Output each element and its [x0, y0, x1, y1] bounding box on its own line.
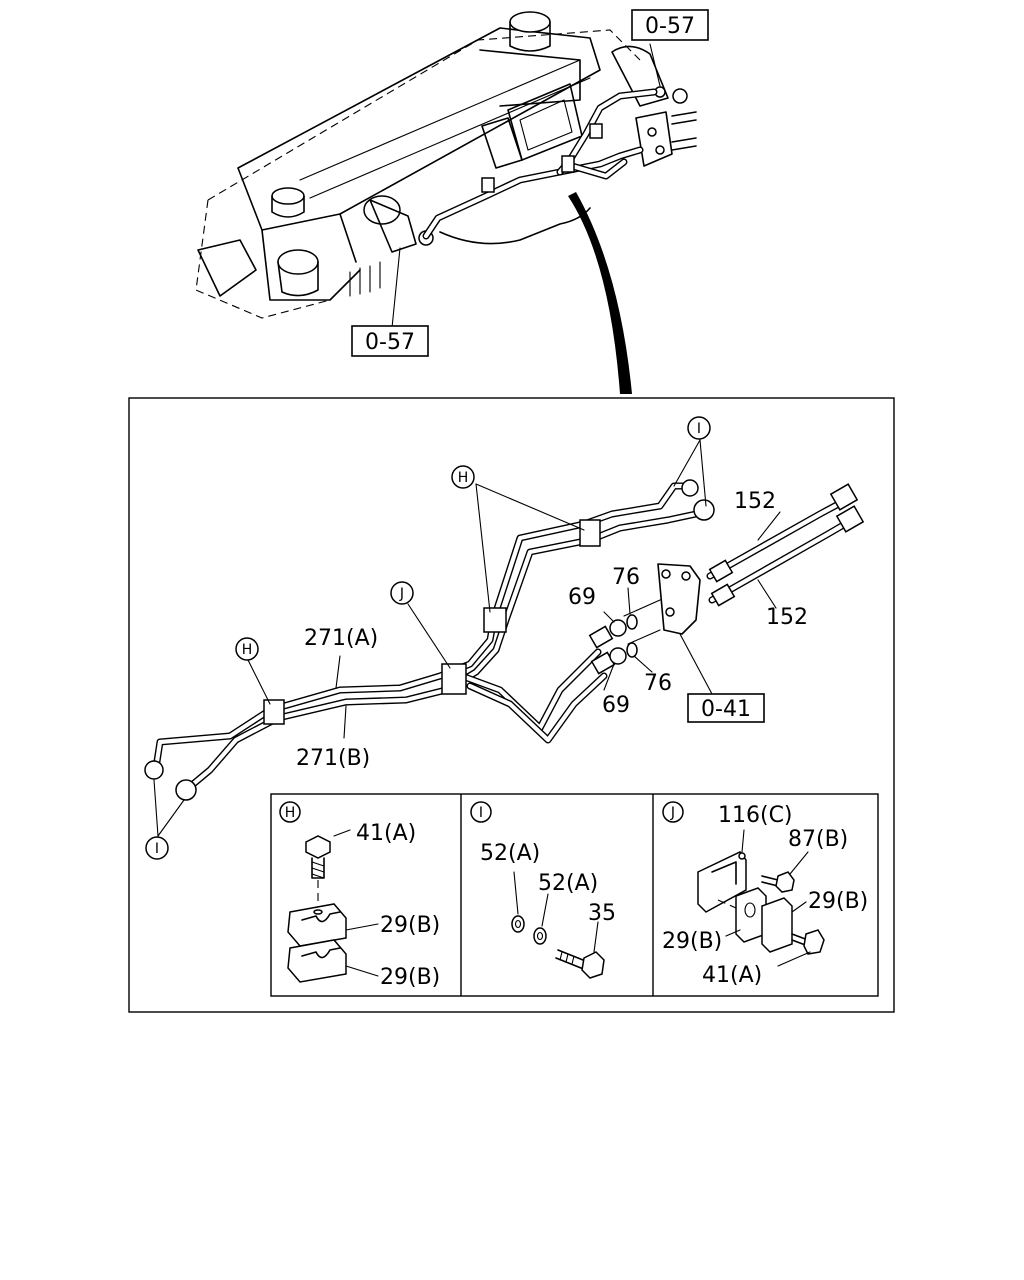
detail-h: H 41(A) 29(B) 29(B) [279, 801, 440, 990]
bracket-assembly [153, 439, 865, 837]
marker-j: J [390, 581, 414, 605]
detail-j: J 116(C) 87(B) 29(B) 29(B) 41(A) [662, 801, 868, 988]
eye-joint-left-b [175, 779, 197, 801]
main-view-labels: 271(A) 271(B) 152 152 69 69 76 76 H H J … [145, 416, 808, 860]
washer-lower [626, 642, 638, 658]
label-i-gasket-1: 52(A) [480, 841, 540, 866]
marker-h-top: H [451, 465, 475, 489]
svg-text:I: I [697, 421, 701, 437]
callout-ref-bracket-text: 0-41 [701, 697, 751, 722]
label-j-clamp-right: 29(B) [808, 889, 868, 914]
label-pipe-a: 271(A) [304, 626, 378, 651]
svg-text:H: H [285, 805, 296, 821]
main-view-frame [128, 397, 895, 1013]
label-hose-lower: 152 [766, 605, 808, 630]
label-pipe-b: 271(B) [296, 746, 370, 771]
callout-ref-top-right: 0-57 [631, 9, 709, 41]
clamp-j [441, 663, 467, 695]
detail-panels [270, 793, 879, 997]
label-hose-upper: 152 [734, 489, 776, 514]
callout-ref-top-right-text: 0-57 [645, 14, 695, 39]
svg-text:J: J [670, 805, 675, 821]
label-nut-lower: 69 [602, 693, 630, 718]
svg-text:I: I [155, 841, 159, 857]
label-h-clamp-upper: 29(B) [380, 913, 440, 938]
callout-ref-bracket: 0-41 [687, 693, 765, 723]
washer-upper [626, 614, 638, 630]
label-washer-upper: 76 [612, 565, 640, 590]
detail-j-marker: J [662, 801, 684, 823]
detail-i: I 52(A) 52(A) 35 [470, 801, 616, 979]
marker-i-left: I [145, 836, 169, 860]
label-nut-upper: 69 [568, 585, 596, 610]
label-h-clamp-lower: 29(B) [380, 965, 440, 990]
clamp-h-mid [483, 607, 507, 633]
label-i-gasket-2: 52(A) [538, 871, 598, 896]
callout-ref-top-left: 0-57 [351, 325, 429, 357]
svg-text:H: H [458, 470, 469, 486]
label-i-eye-bolt: 35 [588, 901, 616, 926]
eye-joint-left-a [144, 760, 164, 780]
nut-upper [609, 619, 627, 637]
eye-joint-top-a [681, 479, 699, 497]
detail-i-marker: I [470, 801, 492, 823]
clamp-h-left [263, 699, 285, 725]
label-h-bolt: 41(A) [356, 821, 416, 846]
svg-text:J: J [399, 586, 404, 602]
pipe-assembly [144, 479, 715, 801]
callout-ref-top-left-text: 0-57 [365, 330, 415, 355]
marker-h-left: H [235, 637, 259, 661]
label-j-bracket: 116(C) [718, 803, 793, 828]
label-j-bolt-lower: 41(A) [702, 963, 762, 988]
nut-lower [609, 647, 627, 665]
label-j-clamp-left: 29(B) [662, 929, 722, 954]
eye-joint-top-b [693, 499, 715, 521]
marker-i-top: I [687, 416, 711, 440]
svg-text:I: I [479, 805, 483, 821]
detail-h-marker: H [279, 801, 301, 823]
label-j-bolt-upper: 87(B) [788, 827, 848, 852]
clamp-h-top [579, 519, 601, 547]
label-washer-lower: 76 [644, 671, 672, 696]
svg-text:H: H [242, 642, 253, 658]
engine-overview [195, 11, 697, 394]
